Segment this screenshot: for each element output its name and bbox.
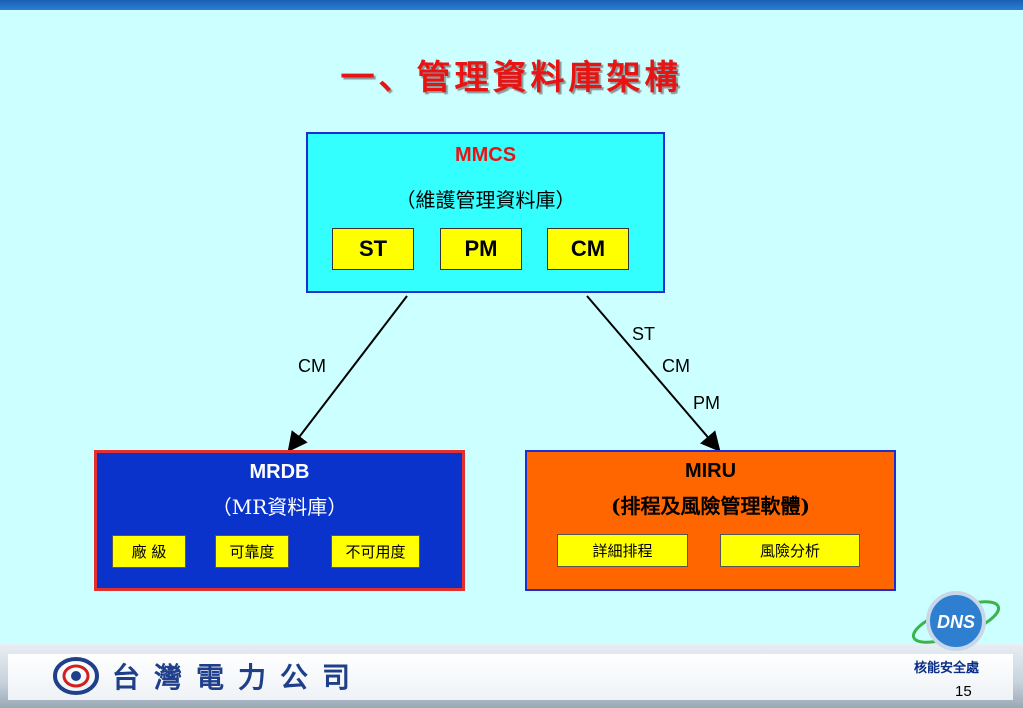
right-arrow-label-pm: PM <box>693 393 720 413</box>
taipower-logo-icon <box>53 657 99 695</box>
mrdb-item-plant-level: 廠 級 <box>112 535 186 568</box>
top-bar <box>0 0 1023 10</box>
mmcs-subtitle: （維護管理資料庫） <box>395 188 576 212</box>
footer-bar <box>0 644 1023 708</box>
mmcs-module-st: ST <box>332 228 414 270</box>
page-number: 15 <box>955 683 972 700</box>
right-arrow-label-st: ST <box>632 324 656 344</box>
slide-title: 一、管理資料庫架構 <box>340 58 683 98</box>
mmcs-box: MMCS （維護管理資料庫） ST PM CM <box>306 132 665 293</box>
miru-item-detailed-schedule: 詳細排程 <box>557 534 688 567</box>
dns-badge-text: DNS <box>937 612 975 632</box>
dns-badge-icon: DNS <box>911 591 1001 651</box>
mrdb-item-unavailability: 不可用度 <box>331 535 420 568</box>
footer-panel <box>8 654 1013 700</box>
department-name: 核能安全處 <box>914 661 980 676</box>
miru-box: MIRU (排程及風險管理軟體) 詳細排程 風險分析 <box>525 450 896 591</box>
company-name: 台灣電力公司 <box>112 661 365 694</box>
mrdb-item-reliability: 可靠度 <box>215 535 289 568</box>
miru-name: MIRU <box>684 460 737 482</box>
arrow-mmcs-to-miru <box>586 295 721 453</box>
mmcs-module-cm: CM <box>547 228 629 270</box>
miru-item-risk-analysis: 風險分析 <box>720 534 860 567</box>
mrdb-subtitle: （MR資料庫） <box>211 495 348 519</box>
miru-subtitle: (排程及風險管理軟體) <box>611 494 810 518</box>
arrow-mmcs-to-mrdb <box>287 295 408 453</box>
mrdb-box: MRDB （MR資料庫） 廠 級 可靠度 不可用度 <box>94 450 465 591</box>
mmcs-module-pm: PM <box>440 228 522 270</box>
left-arrow-label: CM <box>298 356 326 376</box>
mmcs-name: MMCS <box>454 144 517 166</box>
right-arrow-label-cm: CM <box>662 356 690 376</box>
mrdb-name: MRDB <box>249 461 310 483</box>
